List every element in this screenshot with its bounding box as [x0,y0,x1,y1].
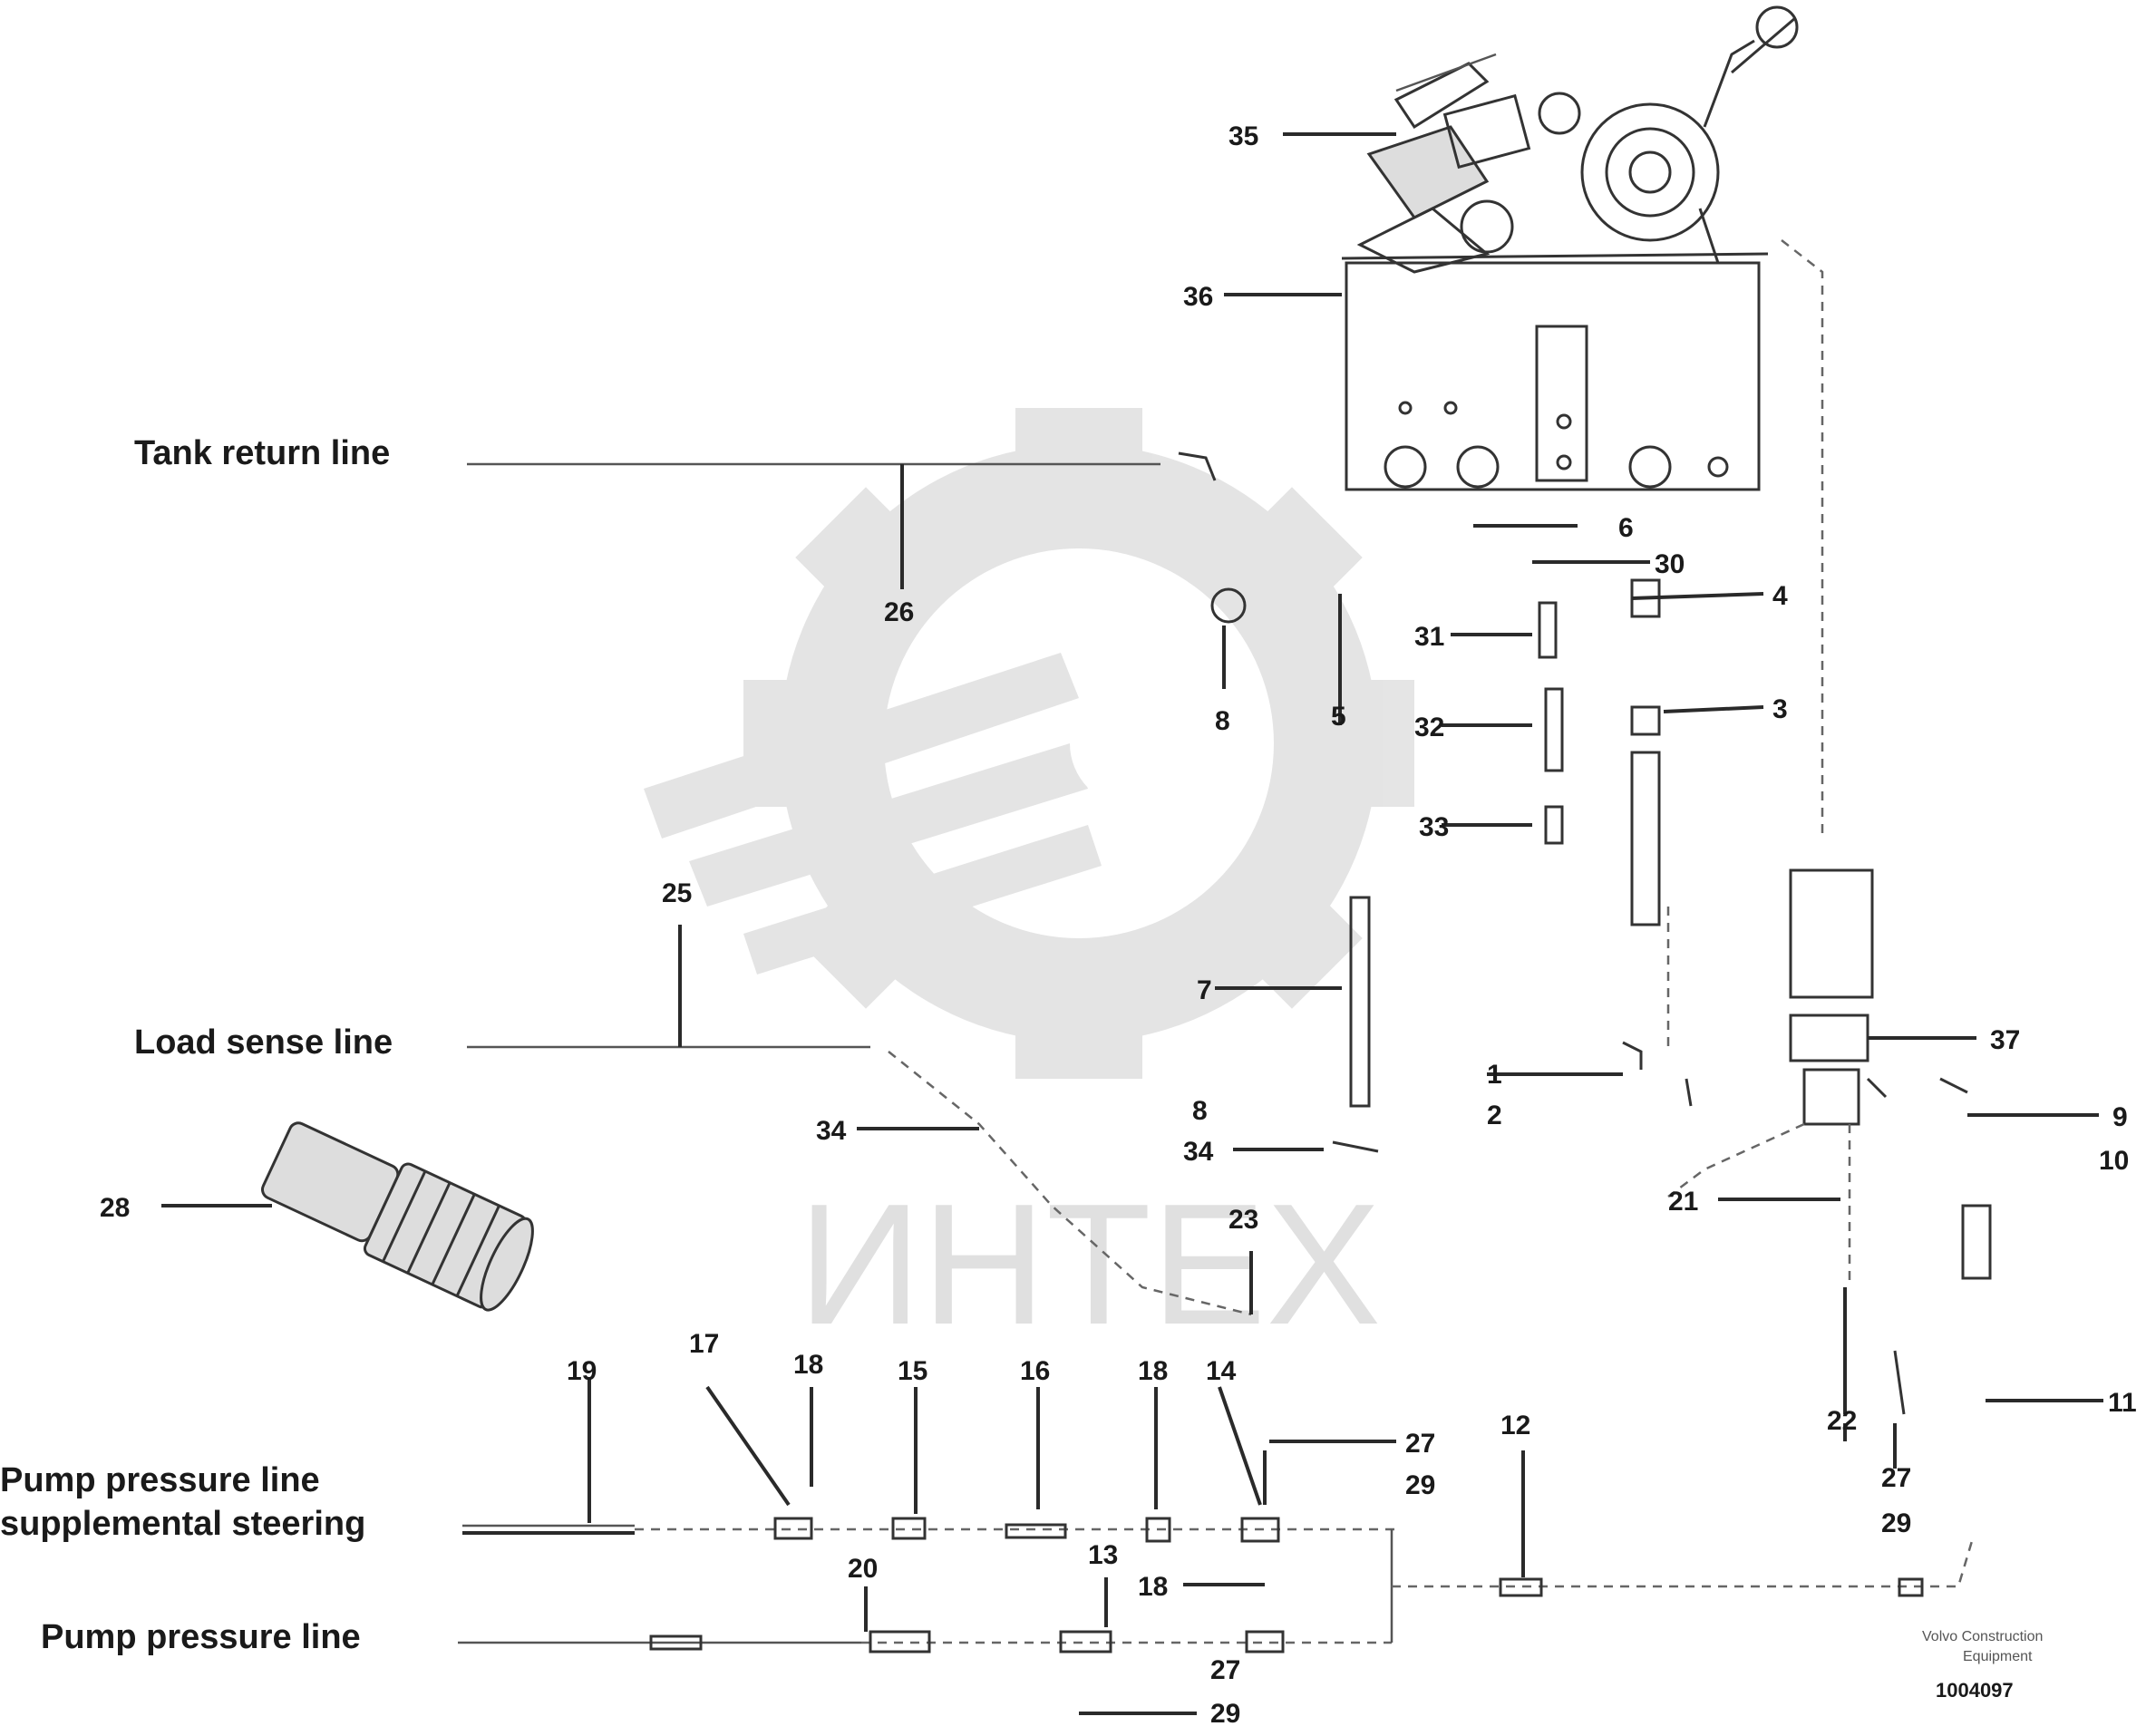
pump-assembly-35 [1356,5,1799,274]
svg-text:Pump pressure line: Pump pressure line [0,1461,320,1499]
svg-text:Load sense line: Load sense line [134,1023,393,1062]
callout-14: 14 [1206,1356,1237,1386]
callout-23: 23 [1228,1205,1258,1235]
callout-33: 33 [1419,812,1449,842]
callout-17: 17 [689,1329,719,1359]
load-sense-line: Load sense line [134,925,1253,1316]
callout-5: 5 [1331,702,1346,732]
callout-8: 8 [1215,706,1230,736]
tank-return-line: Tank return line [134,434,1217,589]
callout-1: 1 [1487,1060,1502,1090]
svg-text:Tank return line: Tank return line [134,434,390,472]
callout-29c: 29 [1210,1699,1240,1729]
callout-27a: 27 [1405,1429,1435,1459]
callout-26: 26 [884,597,914,627]
callout-13: 13 [1088,1540,1118,1570]
callout-27b: 27 [1881,1463,1911,1493]
callout-numbers: 35 36 26 6 30 4 31 8 5 32 3 33 25 7 37 1… [100,121,2137,1729]
callout-31: 31 [1414,622,1444,652]
valve-block-36 [1341,252,1769,491]
callout-37: 37 [1990,1025,2020,1055]
lower-fittings [649,1450,1924,1654]
callout-7: 7 [1197,975,1212,1005]
callout-32: 32 [1414,713,1444,742]
callout-10: 10 [2099,1146,2129,1176]
pump-pressure-line: Pump pressure line [41,1529,1974,1656]
callout-22: 22 [1827,1406,1857,1436]
callout-28: 28 [100,1193,130,1223]
svg-text:supplemental steering: supplemental steering [0,1505,365,1543]
callout-19: 19 [567,1356,597,1386]
callout-15: 15 [898,1356,927,1386]
callout-8b: 8 [1192,1096,1208,1126]
callout-9: 9 [2112,1102,2128,1132]
callout-4: 4 [1772,581,1788,611]
callout-25: 25 [662,878,692,908]
drawing-reference: Volvo Construction Equipment 1004097 [1922,1629,2043,1702]
callout-3: 3 [1772,694,1788,724]
callout-34b: 34 [1183,1137,1214,1167]
pump-pressure-supp-line: Pump pressure line supplemental steering [0,1378,1396,1543]
callout-21: 21 [1668,1187,1698,1217]
watermark-text: ИНТЕХ [798,1169,1381,1361]
callout-27c: 27 [1210,1655,1240,1685]
svg-text:Volvo Construction: Volvo Construction [1922,1629,2043,1644]
callout-29b: 29 [1881,1508,1911,1538]
callout-18c: 18 [1138,1572,1168,1602]
callout-29a: 29 [1405,1470,1435,1500]
callout-6: 6 [1618,513,1634,543]
callout-34a: 34 [816,1116,847,1146]
watermark-logo [644,408,1414,1079]
callout-18a: 18 [793,1350,823,1380]
callout-2: 2 [1487,1101,1502,1130]
callout-35: 35 [1228,121,1258,151]
callout-11: 11 [2108,1388,2137,1418]
drawing-number: 1004097 [1936,1679,2014,1702]
callout-30: 30 [1655,549,1685,579]
callout-12: 12 [1500,1411,1530,1440]
svg-text:Equipment: Equipment [1963,1649,2033,1664]
svg-text:Pump pressure line: Pump pressure line [41,1618,361,1656]
leader-lines [161,132,2103,1715]
middle-parts [1210,578,1992,1415]
callout-36: 36 [1183,282,1213,312]
callout-16: 16 [1020,1356,1050,1386]
coupling-28 [261,1121,534,1312]
callout-18b: 18 [1138,1356,1168,1386]
callout-20: 20 [848,1554,878,1584]
